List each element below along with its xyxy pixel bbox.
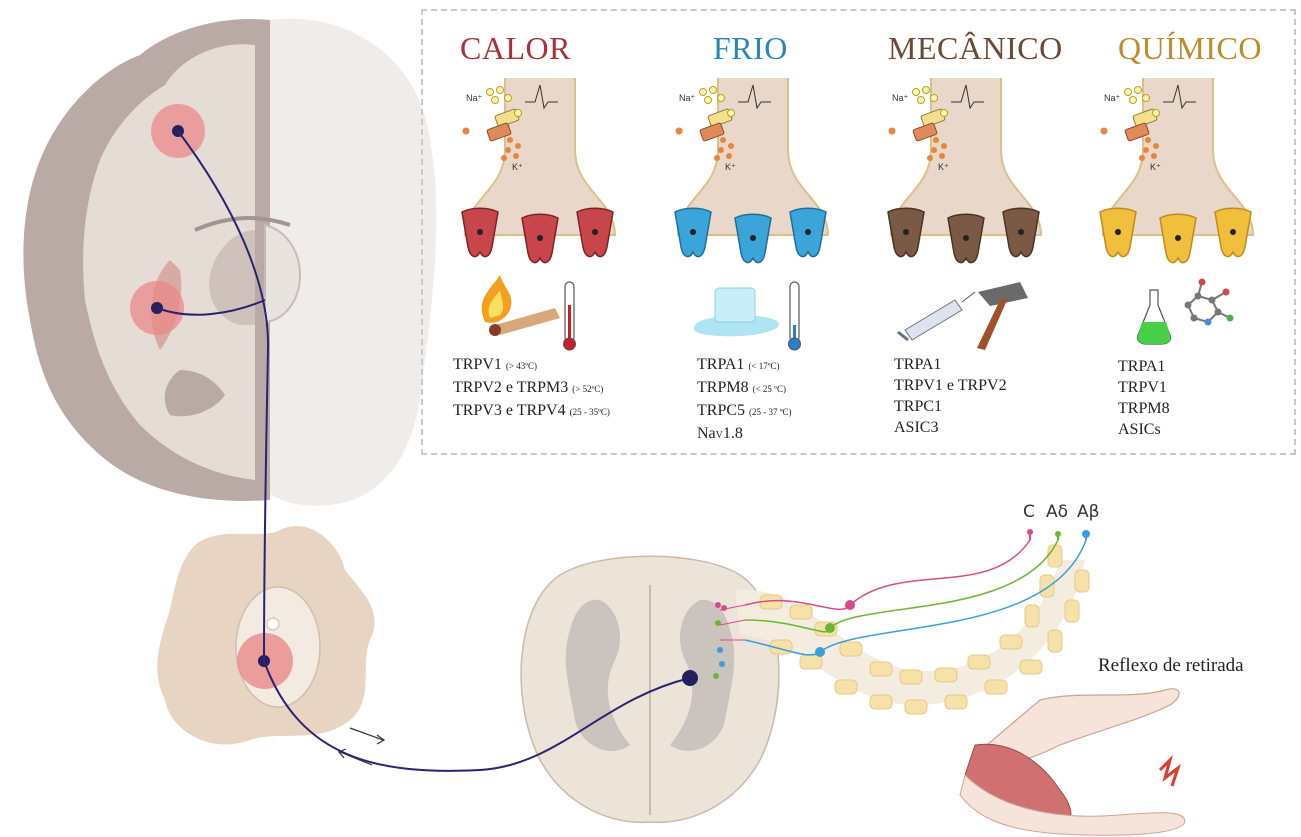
na-label-mecanico: Na⁺: [892, 93, 908, 104]
receptor-list-quimico: TRPA1 TRPV1 TRPM8 ASICs: [1118, 356, 1170, 440]
receptor-list-calor: TRPV1 (> 43ºC) TRPV2 e TRPM3 (> 52ºC) TR…: [453, 354, 610, 423]
receptor-item: TRPC1: [894, 396, 1007, 417]
na-label-frio: Na⁺: [679, 93, 695, 104]
receptor-item: TRPA1: [894, 354, 1007, 375]
k-label-frio: K⁺: [725, 162, 736, 173]
projection-neuron: [682, 670, 698, 686]
receptor-item: TRPA1 (< 17ºC): [697, 354, 792, 377]
k-label-calor: K⁺: [512, 162, 523, 173]
receptor-item: TRPV2 e TRPM3 (> 52ºC): [453, 377, 610, 400]
brainstem-section: [157, 526, 384, 765]
na-label-calor: Na⁺: [466, 93, 482, 104]
fiber-label-ad: Aδ: [1046, 502, 1068, 522]
fiber-label-c: C: [1023, 502, 1035, 522]
receptor-item: TRPC5 (25 - 37 ºC): [697, 400, 792, 423]
receptor-item: TRPV1 (> 43ºC): [453, 354, 610, 377]
receptor-item: TRPM8 (< 25 ºC): [697, 377, 792, 400]
brain-section: [23, 19, 436, 506]
reflex-label: Reflexo de retirada: [1098, 655, 1244, 677]
receptor-item: ASICs: [1118, 419, 1170, 440]
receptor-item: ASIC3: [894, 417, 1007, 438]
arm-illustration: [960, 689, 1185, 836]
title-frio: FRIO: [713, 30, 788, 67]
receptor-item: TRPM8: [1118, 398, 1170, 419]
title-calor: CALOR: [460, 30, 571, 67]
na-label-quimico: Na⁺: [1104, 93, 1120, 104]
k-label-mecanico: K⁺: [938, 162, 949, 173]
receptor-item: TRPV3 e TRPV4 (25 - 35ºC): [453, 400, 610, 423]
title-mecanico: MECÂNICO: [888, 30, 1063, 67]
receptor-item: TRPA1: [1118, 356, 1170, 377]
receptor-item: TRPV1 e TRPV2: [894, 375, 1007, 396]
receptor-item: TRPV1: [1118, 377, 1170, 398]
receptor-item: NaV1.8: [697, 423, 792, 446]
receptor-list-frio: TRPA1 (< 17ºC) TRPM8 (< 25 ºC) TRPC5 (25…: [697, 354, 792, 446]
fiber-label-ab: Aβ: [1077, 502, 1099, 522]
k-label-quimico: K⁺: [1150, 162, 1161, 173]
title-quimico: QUÍMICO: [1118, 30, 1262, 67]
receptor-list-mecanico: TRPA1 TRPV1 e TRPV2 TRPC1 ASIC3: [894, 354, 1007, 438]
